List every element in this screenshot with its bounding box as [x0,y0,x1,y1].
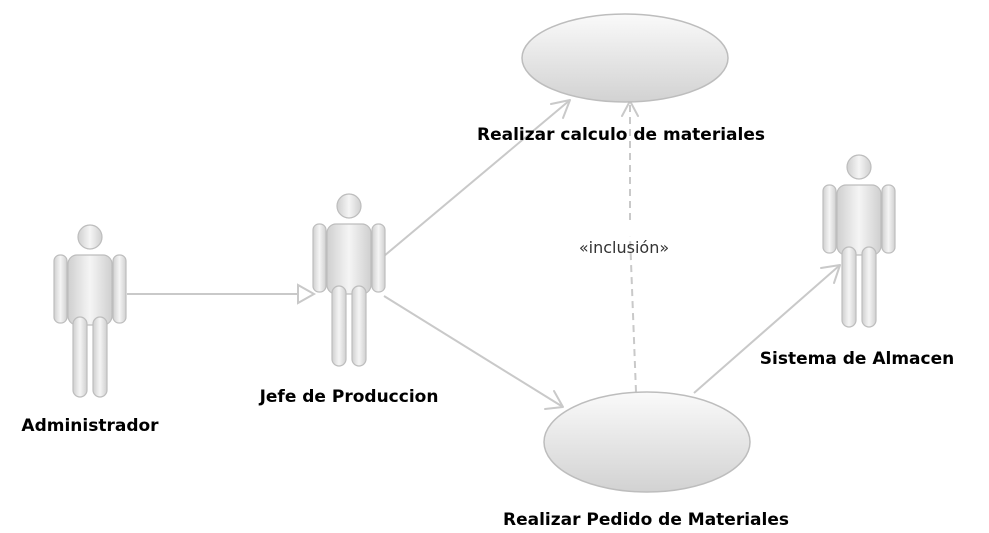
use-case-calculo-ellipse[interactable] [521,13,729,103]
use-case-calculo-label: Realizar calculo de materiales [477,125,765,145]
generalization-administrador-jefe [127,283,317,305]
actor-jefe[interactable] [312,193,386,367]
actor-figure-icon [53,224,127,398]
actor-almacen-label: Sistema de Almacen [760,349,954,369]
use-case-pedido-label: Realizar Pedido de Materiales [503,510,789,530]
include-stereotype-label: «inclusión» [579,238,669,257]
actor-administrador[interactable] [53,224,127,398]
association-pedido-almacen [693,264,841,394]
actor-almacen[interactable] [822,154,896,328]
actor-administrador-label: Administrador [21,416,159,436]
actor-jefe-label: Jefe de Produccion [259,387,439,407]
association-jefe-calculo [383,99,571,257]
association-jefe-pedido [383,295,564,410]
use-case-pedido[interactable]: Realizar Pedido de Materiales [503,391,789,530]
use-case-calculo[interactable]: Realizar calculo de materiales [477,13,765,145]
actor-figure-icon [822,154,896,328]
actor-figure-icon [312,193,386,367]
use-case-pedido-ellipse[interactable] [543,391,751,493]
